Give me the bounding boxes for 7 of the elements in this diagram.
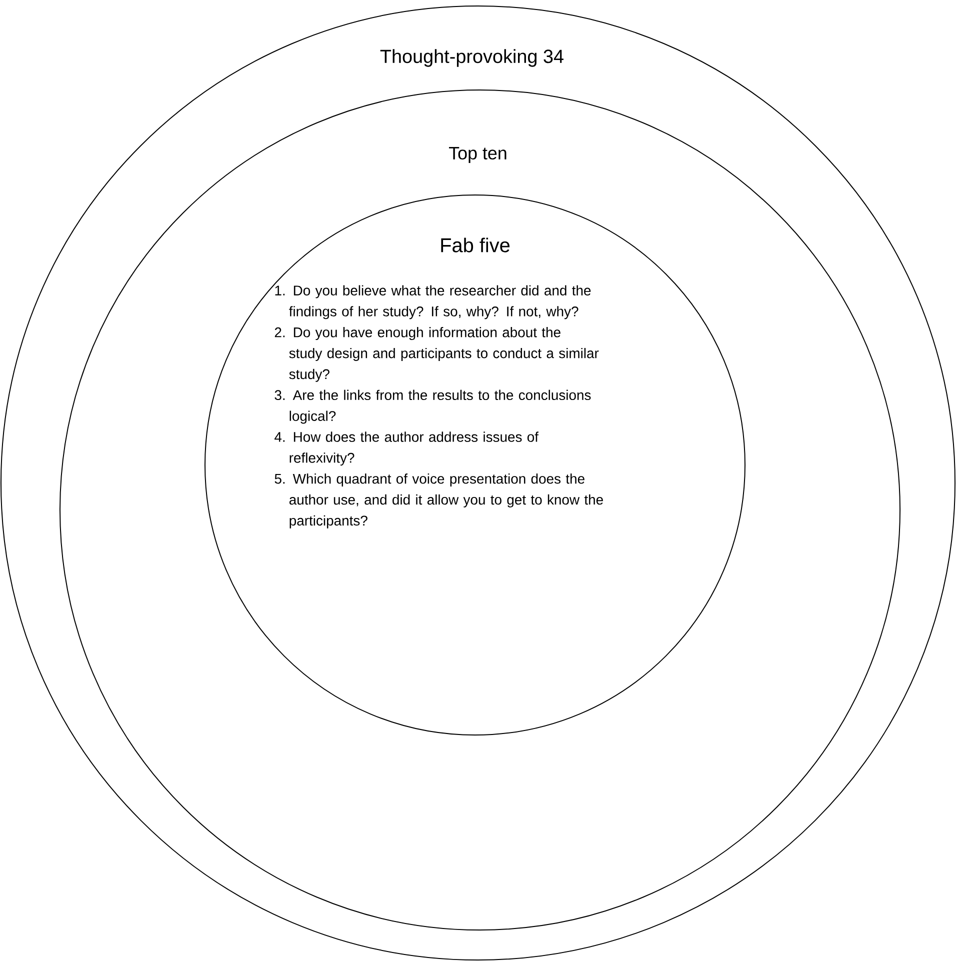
ring-circle (60, 90, 900, 930)
ring-title: Thought-provoking 34 (380, 49, 564, 67)
ring-circle (0, 6, 956, 960)
ring-title: Fab five (441, 238, 510, 252)
ring-circle (204, 194, 746, 736)
ring-title: Top ten (449, 146, 506, 164)
question-list: 1. Do you believe what the researcher did and the findings of her study? If so, why? If not, why? 2. Do you have enough information about the study design and participants to conduct a similar study? 3. Are the links from the results to the conclusions logical? 4. How does the author address issues of reflexivity? 5. Which quadrant of voice presentation does the author use, and did it allow you to get to know the participants? (274, 285, 603, 528)
